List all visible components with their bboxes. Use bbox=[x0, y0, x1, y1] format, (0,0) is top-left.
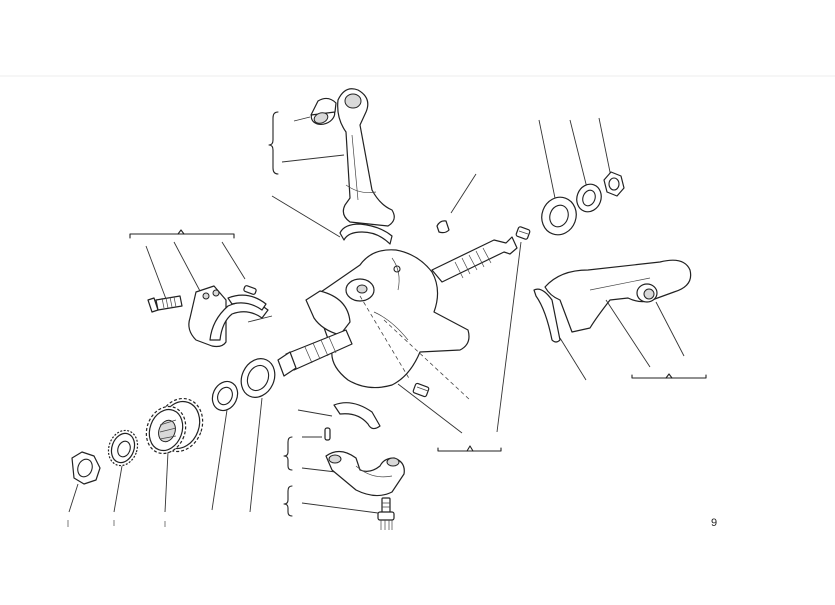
cap-screw-left bbox=[147, 295, 183, 313]
rod-cap-group bbox=[283, 402, 405, 530]
oil-plug-right bbox=[496, 226, 531, 433]
main-bearing-cap bbox=[129, 229, 273, 348]
connecting-rod-lower bbox=[533, 259, 707, 381]
timing-gear bbox=[145, 397, 204, 513]
flange-nut bbox=[603, 171, 625, 197]
oil-plug-crank bbox=[412, 382, 430, 398]
thrust-washer-left bbox=[240, 358, 276, 398]
shim-ring bbox=[576, 183, 602, 213]
crank-bracket bbox=[437, 445, 502, 452]
page-number: 9 bbox=[711, 517, 718, 529]
crankshaft-nut bbox=[68, 451, 101, 513]
shim-washers-left bbox=[211, 358, 276, 513]
lock-washer bbox=[107, 429, 139, 513]
rod-cap-screw bbox=[377, 497, 395, 530]
label-ticks bbox=[67, 520, 166, 527]
shim-washer-left bbox=[211, 380, 239, 412]
dowel-pin-cap bbox=[243, 285, 257, 295]
washers-right bbox=[538, 117, 625, 236]
dowel-pin-rod bbox=[324, 427, 331, 441]
thrust-washer bbox=[541, 196, 577, 236]
crankshaft bbox=[277, 236, 518, 434]
small-end-bushing bbox=[310, 97, 337, 126]
connecting-rod-upper bbox=[268, 88, 395, 245]
woodruff-key bbox=[436, 173, 477, 234]
